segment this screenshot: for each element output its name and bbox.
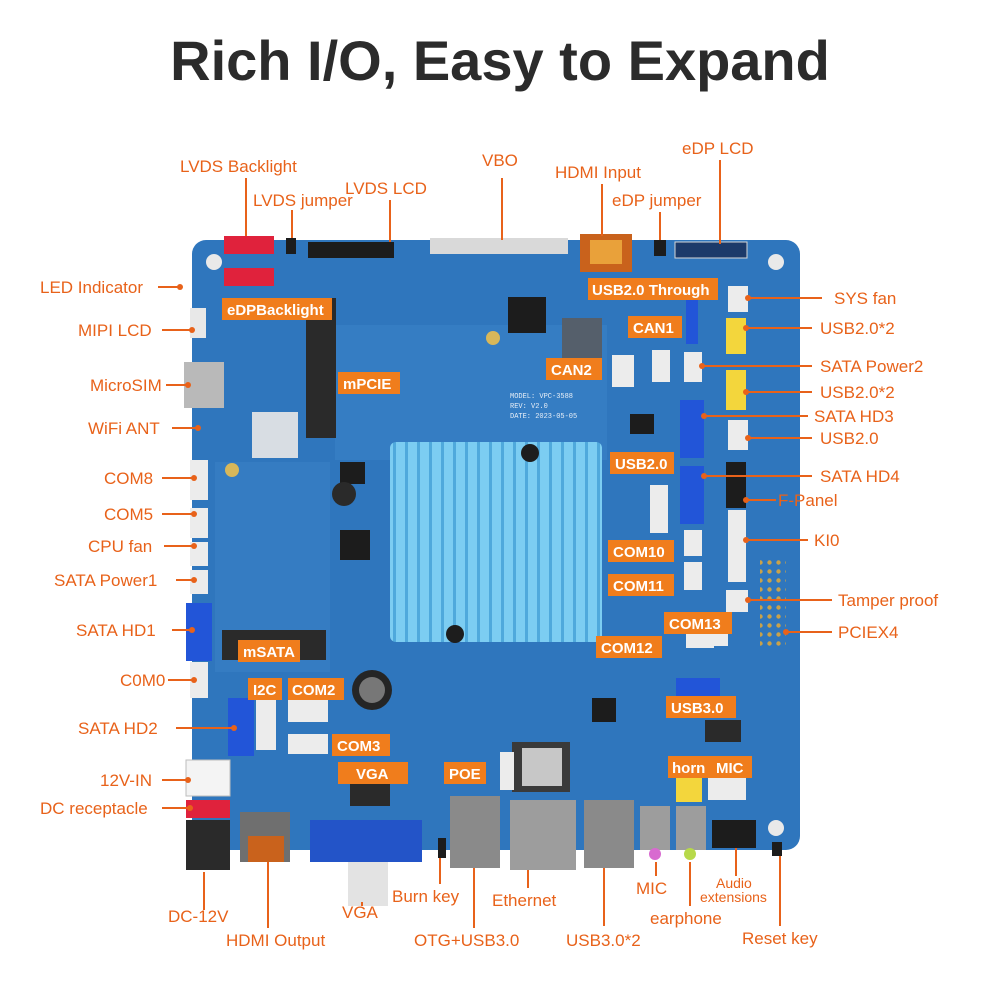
label-pciex4: PCIEX4 [838,623,898,642]
label-audio-ext-1: Audio [716,875,752,891]
tag-com11: COM11 [608,574,674,596]
mounting-holes [206,254,784,836]
label-burn-key: Burn key [392,887,460,906]
label-cpu-fan: CPU fan [88,537,152,556]
board-model-text: MODEL: VPC-3588 [510,393,573,401]
svg-text:CAN1: CAN1 [633,320,674,337]
label-usb2x2-b: USB2.0*2 [820,383,895,402]
label-wifi-ant: WiFi ANT [88,419,160,438]
on-board-tags: eDPBacklight USB2.0 Through CAN1 CAN2 mP… [222,278,752,784]
tag-com10: COM10 [608,540,674,562]
label-edp-jumper: eDP jumper [612,191,702,210]
tag-com13: COM13 [664,612,732,634]
tag-mic-inner: MIC [712,756,752,778]
svg-text:horn: horn [672,760,705,777]
label-sata-hd2: SATA HD2 [78,719,158,738]
board-date-text: DATE: 2023-05-05 [510,413,577,421]
label-usb3x2: USB3.0*2 [566,931,641,950]
label-earphone: earphone [650,909,722,928]
label-led-indicator: LED Indicator [40,278,143,297]
svg-text:mSATA: mSATA [243,644,295,661]
label-hdmi-input: HDMI Input [555,163,641,182]
tag-vga-inner: VGA [338,762,408,784]
svg-text:I2C: I2C [253,682,277,699]
svg-text:mPCIE: mPCIE [343,376,391,393]
svg-text:COM12: COM12 [601,640,653,657]
label-tamper-proof: Tamper proof [838,591,938,610]
label-lvds-jumper: LVDS jumper [253,191,353,210]
svg-text:COM3: COM3 [337,738,380,755]
heatsink [390,442,602,643]
board-silkscreen: MODEL: VPC-3588 REV: V2.0 DATE: 2023-05-… [510,393,577,421]
tag-mpcie: mPCIE [338,372,400,394]
label-otg-usb3: OTG+USB3.0 [414,931,519,950]
tag-usb2-through: USB2.0 Through [588,278,718,300]
label-dc-receptacle: DC receptacle [40,799,148,818]
label-mic: MIC [636,879,667,898]
label-f-panel: F-Panel [778,491,838,510]
label-12v-in: 12V-IN [100,771,152,790]
svg-text:USB2.0: USB2.0 [615,456,668,473]
label-sata-power1: SATA Power1 [54,571,157,590]
svg-text:COM2: COM2 [292,682,335,699]
svg-text:USB3.0: USB3.0 [671,700,724,717]
tag-poe: POE [444,762,486,784]
label-vga: VGA [342,903,379,922]
svg-text:COM11: COM11 [613,578,664,595]
label-com0: C0M0 [120,671,165,690]
tag-usb3-inner: USB3.0 [666,696,736,718]
label-sata-hd4: SATA HD4 [820,467,900,486]
tag-com3: COM3 [332,734,390,756]
label-com8: COM8 [104,469,153,488]
tag-can1: CAN1 [628,316,682,338]
label-ki0: KI0 [814,531,840,550]
label-sys-fan: SYS fan [834,289,896,308]
label-usb2x2-a: USB2.0*2 [820,319,895,338]
svg-text:MIC: MIC [716,760,744,777]
label-reset-key: Reset key [742,929,818,948]
tag-msata: mSATA [238,640,300,662]
svg-text:CAN2: CAN2 [551,362,592,379]
svg-text:eDPBacklight: eDPBacklight [227,302,324,319]
label-ethernet: Ethernet [492,891,557,910]
connectors [184,234,782,906]
tag-edp-backlight: eDPBacklight [222,298,332,320]
board-rev-text: REV: V2.0 [510,403,548,411]
label-hdmi-output: HDMI Output [226,931,325,950]
svg-text:POE: POE [449,766,481,783]
label-edp-lcd: eDP LCD [682,139,754,158]
svg-text:COM10: COM10 [613,544,665,561]
board-components [252,297,786,792]
tag-horn: horn [668,756,712,778]
label-usb2: USB2.0 [820,429,879,448]
tag-com12: COM12 [596,636,662,658]
label-lvds-lcd: LVDS LCD [345,179,427,198]
label-com5: COM5 [104,505,153,524]
tag-can2: CAN2 [546,358,602,380]
label-sata-hd3: SATA HD3 [814,407,894,426]
label-dc-12v: DC-12V [168,907,229,926]
label-mipi-lcd: MIPI LCD [78,321,152,340]
label-lvds-backlight: LVDS Backlight [180,157,297,176]
label-sata-hd1: SATA HD1 [76,621,156,640]
label-sata-power2: SATA Power2 [820,357,923,376]
svg-text:USB2.0 Through: USB2.0 Through [592,282,710,299]
leader-lines [158,160,832,928]
label-microsim: MicroSIM [90,376,162,395]
page-title: Rich I/O, Easy to Expand [170,29,830,92]
label-vbo: VBO [482,151,518,170]
svg-text:COM13: COM13 [669,616,721,633]
label-audio-ext-2: extensions [700,889,767,905]
tag-usb2-inner: USB2.0 [610,452,674,474]
tag-i2c: I2C [248,678,282,700]
callout-labels: LVDS Backlight LVDS jumper LVDS LCD VBO … [40,139,938,950]
tag-com2: COM2 [288,678,344,700]
svg-text:VGA: VGA [356,766,389,783]
